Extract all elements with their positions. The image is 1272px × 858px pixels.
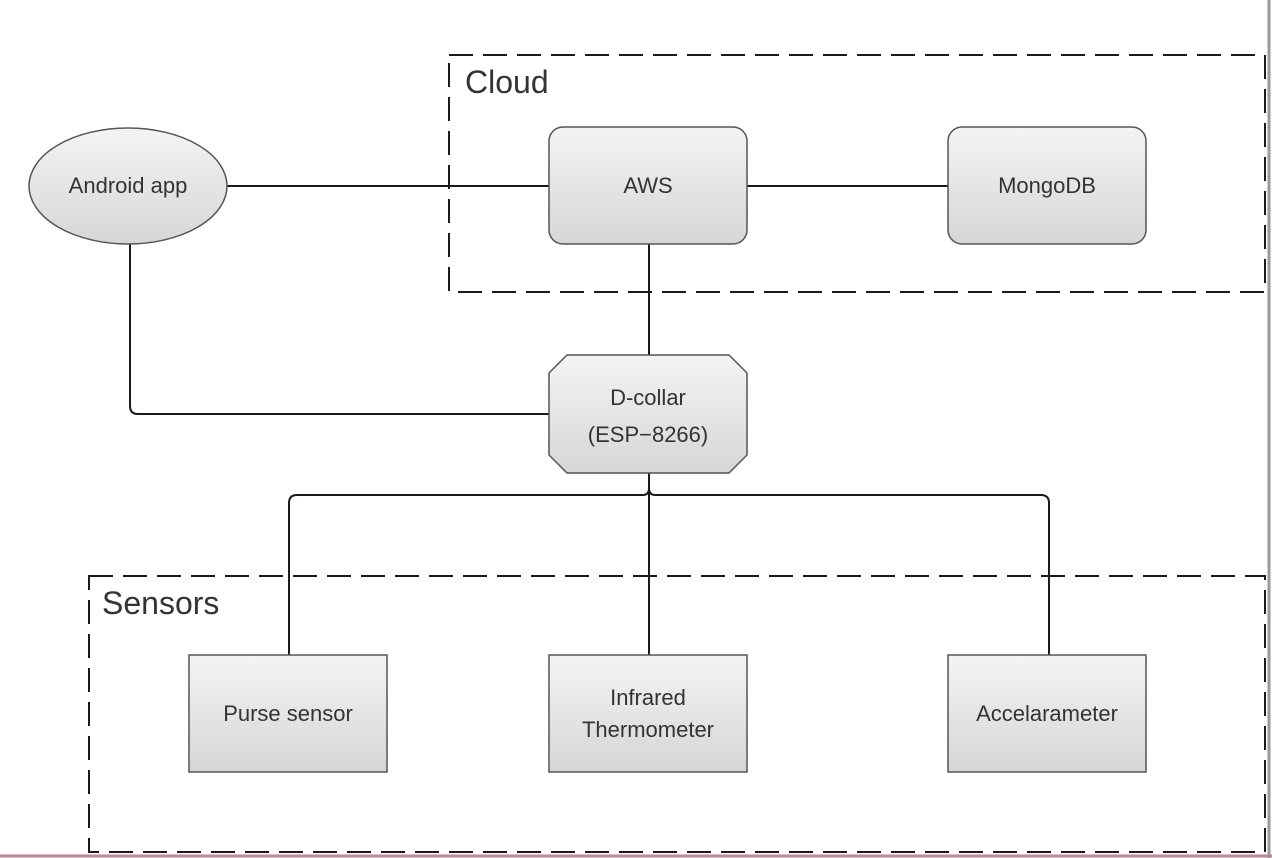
- node-aws: AWS: [548, 126, 748, 245]
- infrared-thermometer-label-line1: Infrared: [610, 685, 686, 710]
- connectors: [129, 185, 1050, 655]
- sensors-group-border: [88, 575, 1266, 853]
- edge-android-dcollar: [129, 244, 549, 415]
- d-collar-label-line1: D-collar: [610, 385, 686, 410]
- mongodb-shape: [947, 126, 1147, 245]
- cloud-group-border: [448, 54, 1266, 293]
- node-purse-sensor: Purse sensor: [188, 654, 388, 773]
- android-app-label: Android app: [69, 173, 188, 198]
- aws-shape: [548, 126, 748, 245]
- accelarameter-label: Accelarameter: [976, 701, 1118, 726]
- sensors-group-label: Sensors: [102, 585, 219, 621]
- aws-label: AWS: [623, 173, 672, 198]
- sensors-group: Sensors: [88, 575, 1266, 853]
- edge-purse-sensor-dcollar: [288, 487, 650, 655]
- purse-sensor-label: Purse sensor: [223, 701, 353, 726]
- node-android-app: Android app: [28, 127, 228, 245]
- node-d-collar: D-collar (ESP−8266): [548, 354, 748, 474]
- mongodb-label: MongoDB: [998, 173, 1096, 198]
- infrared-thermometer-shape: [548, 654, 748, 773]
- infrared-thermometer-label-line2: Thermometer: [582, 717, 714, 742]
- purse-sensor-shape: [188, 654, 388, 773]
- cloud-group-label: Cloud: [465, 64, 549, 100]
- d-collar-shape: [548, 354, 748, 474]
- node-accelarameter: Accelarameter: [947, 654, 1147, 773]
- cloud-group: Cloud: [448, 54, 1266, 293]
- node-infrared-thermometer: Infrared Thermometer: [548, 654, 748, 773]
- edge-accelarameter-dcollar: [648, 487, 1050, 655]
- accelarameter-shape: [947, 654, 1147, 773]
- node-mongodb: MongoDB: [947, 126, 1147, 245]
- d-collar-label-line2: (ESP−8266): [588, 422, 708, 447]
- android-app-shape: [28, 127, 228, 245]
